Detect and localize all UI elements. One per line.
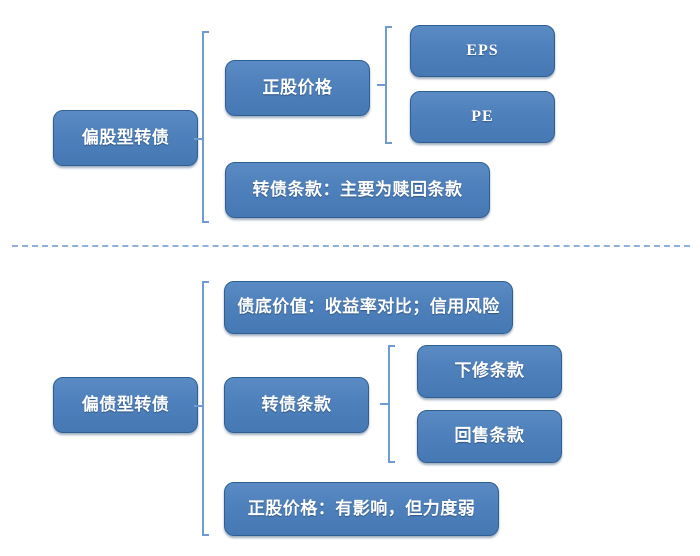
node-label: 正股价格: [262, 77, 333, 98]
node-eps[interactable]: EPS: [410, 25, 555, 77]
node-label: PE: [471, 108, 494, 126]
node-put-back-clause[interactable]: 回售条款: [417, 410, 562, 463]
bracket-tick-middle: [377, 84, 385, 86]
bracket-bond-level2: [380, 345, 396, 463]
bracket-bond-level1: [194, 281, 210, 536]
node-label: 偏债型转债: [81, 394, 170, 415]
bracket-tick-bottom: [202, 534, 209, 536]
bracket-tick-bottom: [388, 461, 395, 463]
node-label: 转债条款: [261, 394, 332, 415]
node-label: EPS: [466, 42, 499, 60]
bracket-spine: [385, 26, 387, 144]
bracket-tick-top: [385, 26, 392, 28]
bracket-spine: [202, 31, 204, 223]
bracket-tick-top: [388, 345, 395, 347]
node-bond-stock-price-impact[interactable]: 正股价格：有影响，但力度弱: [224, 482, 499, 536]
bracket-tick-middle: [380, 403, 388, 405]
bracket-tick-middle: [194, 138, 202, 140]
node-label: 偏股型转债: [81, 127, 170, 148]
bracket-equity-level2: [377, 26, 393, 144]
node-root-equity-like[interactable]: 偏股型转债: [53, 110, 198, 166]
node-equity-stock-price[interactable]: 正股价格: [225, 60, 370, 116]
node-label: 转债条款：主要为赎回条款: [252, 179, 463, 200]
node-downward-revision-clause[interactable]: 下修条款: [417, 345, 562, 398]
bracket-spine: [388, 345, 390, 463]
bracket-tick-top: [202, 281, 209, 283]
bracket-equity-level1: [194, 31, 210, 223]
bracket-tick-top: [202, 31, 209, 33]
bracket-tick-bottom: [385, 142, 392, 144]
node-bond-convertible-terms[interactable]: 转债条款: [224, 377, 369, 433]
node-root-bond-like[interactable]: 偏债型转债: [53, 377, 198, 433]
bracket-spine: [202, 281, 204, 536]
node-bond-floor-value[interactable]: 债底价值：收益率对比；信用风险: [224, 281, 513, 334]
bracket-tick-middle: [194, 405, 202, 407]
bracket-tick-bottom: [202, 221, 209, 223]
node-equity-convertible-terms[interactable]: 转债条款：主要为赎回条款: [225, 162, 490, 218]
node-label: 下修条款: [454, 361, 525, 382]
node-label: 债底价值：收益率对比；信用风险: [237, 297, 500, 318]
section-divider: [12, 245, 690, 247]
node-label: 回售条款: [454, 426, 525, 447]
node-label: 正股价格：有影响，但力度弱: [247, 498, 476, 519]
node-pe[interactable]: PE: [410, 91, 555, 143]
